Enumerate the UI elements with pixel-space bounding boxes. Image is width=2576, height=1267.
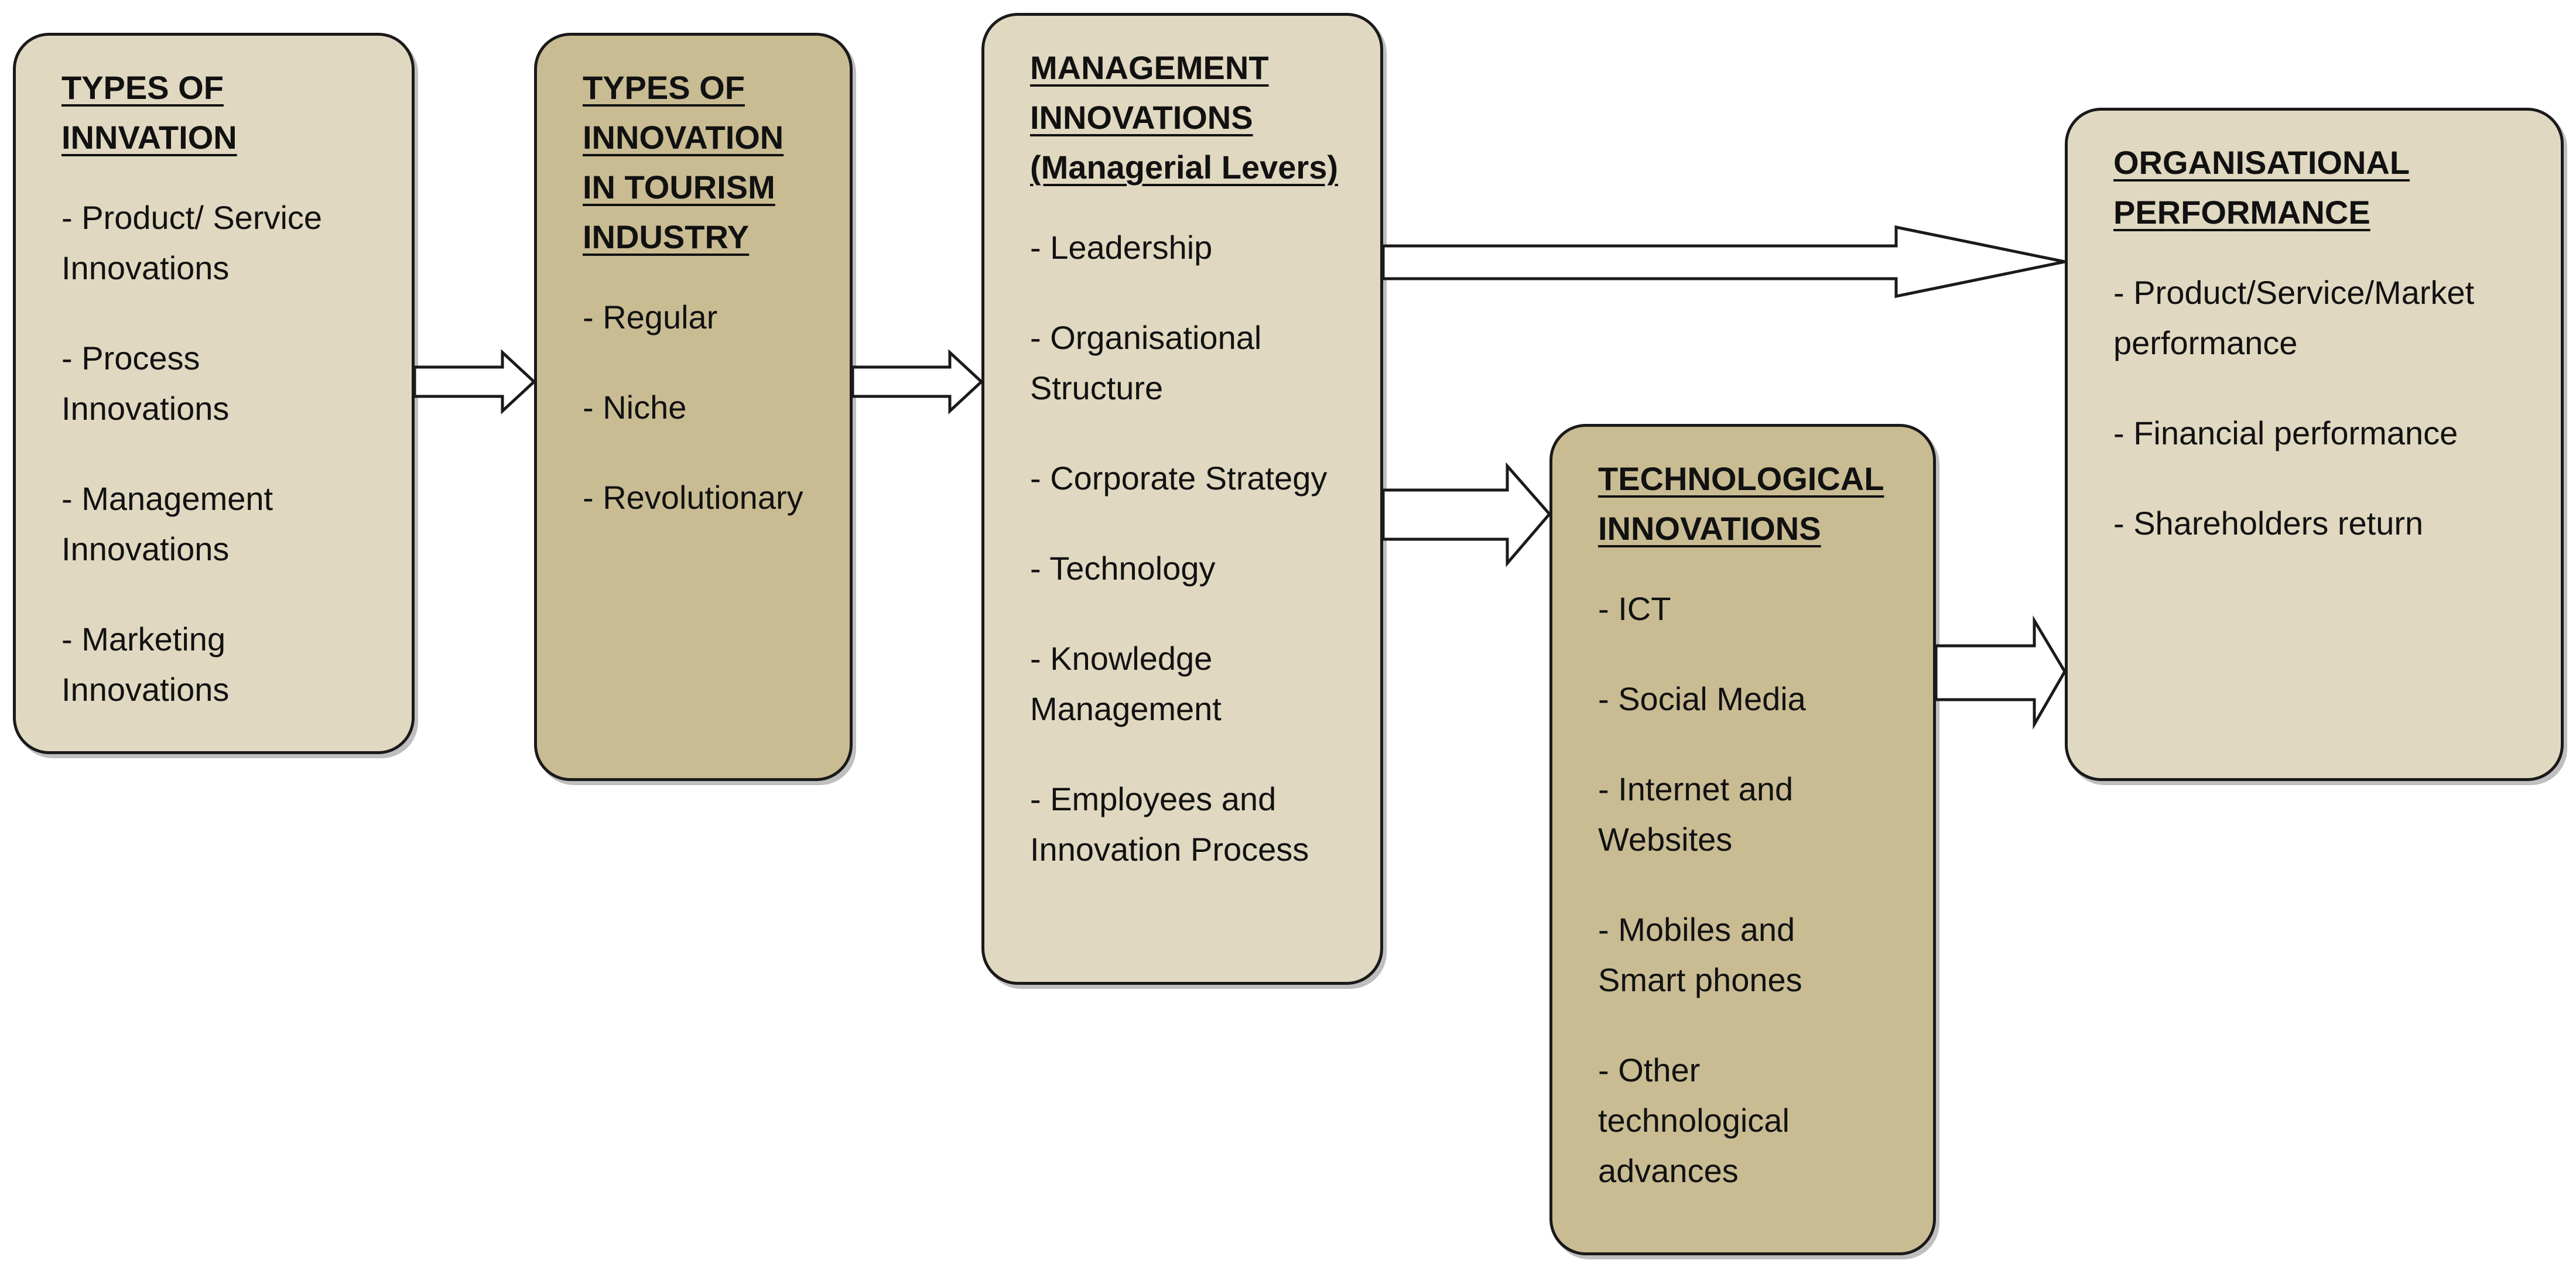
box-management-innovations: MANAGEMENT INNOVATIONS (Managerial Lever… xyxy=(981,13,1383,985)
box-item: - Other technological advances xyxy=(1598,1052,1790,1189)
box-item: - Corporate Strategy xyxy=(1030,460,1328,496)
box-organisational-performance: ORGANISATIONAL PERFORMANCE - Product/Ser… xyxy=(2065,108,2564,781)
arrow-tourism-to-management xyxy=(851,349,984,415)
box-title: TYPES OF INNOVATION IN TOURISM INDUSTRY xyxy=(583,69,784,255)
box-title: ORGANISATIONAL PERFORMANCE xyxy=(2113,144,2410,231)
box-technological-innovations: TECHNOLOGICAL INNOVATIONS - ICT - Social… xyxy=(1549,424,1936,1255)
box-item: - Financial performance xyxy=(2113,415,2458,451)
box-item: - Management Innovations xyxy=(61,480,273,567)
box-item: - Regular xyxy=(583,299,718,335)
box-item: - Knowledge Management xyxy=(1030,640,1222,727)
box-item: - Employees and Innovation Process xyxy=(1030,780,1309,868)
box-item: - Technology xyxy=(1030,550,1216,587)
box-item: - Product/ Service Innovations xyxy=(61,199,323,286)
box-item: - Marketing Innovations xyxy=(61,621,230,708)
box-item: - Product/Service/Market performance xyxy=(2113,274,2475,361)
arrow-management-to-technological xyxy=(1381,462,1552,567)
box-item: - Revolutionary xyxy=(583,479,803,516)
box-item: - Niche xyxy=(583,389,687,426)
box-item: - ICT xyxy=(1598,590,1671,627)
box-title: TYPES OF INNVATION xyxy=(61,69,237,156)
arrow-types-to-tourism xyxy=(413,349,536,415)
box-item: - Process Innovations xyxy=(61,340,230,427)
arrow-management-to-performance xyxy=(1381,225,2065,299)
box-item: - Mobiles and Smart phones xyxy=(1598,911,1802,998)
arrow-technological-to-performance xyxy=(1934,615,2067,730)
box-types-of-innovation: TYPES OF INNVATION - Product/ Service In… xyxy=(13,33,415,754)
box-title: MANAGEMENT INNOVATIONS (Managerial Lever… xyxy=(1030,49,1338,186)
box-item: - Shareholders return xyxy=(2113,505,2424,542)
box-item: - Leadership xyxy=(1030,229,1213,266)
box-item: - Internet and Websites xyxy=(1598,771,1794,858)
box-item: - Social Media xyxy=(1598,680,1806,717)
box-types-of-innovation-tourism: TYPES OF INNOVATION IN TOURISM INDUSTRY … xyxy=(534,33,853,781)
box-title: TECHNOLOGICAL INNOVATIONS xyxy=(1598,460,1884,547)
box-item: - Organisational Structure xyxy=(1030,319,1262,406)
